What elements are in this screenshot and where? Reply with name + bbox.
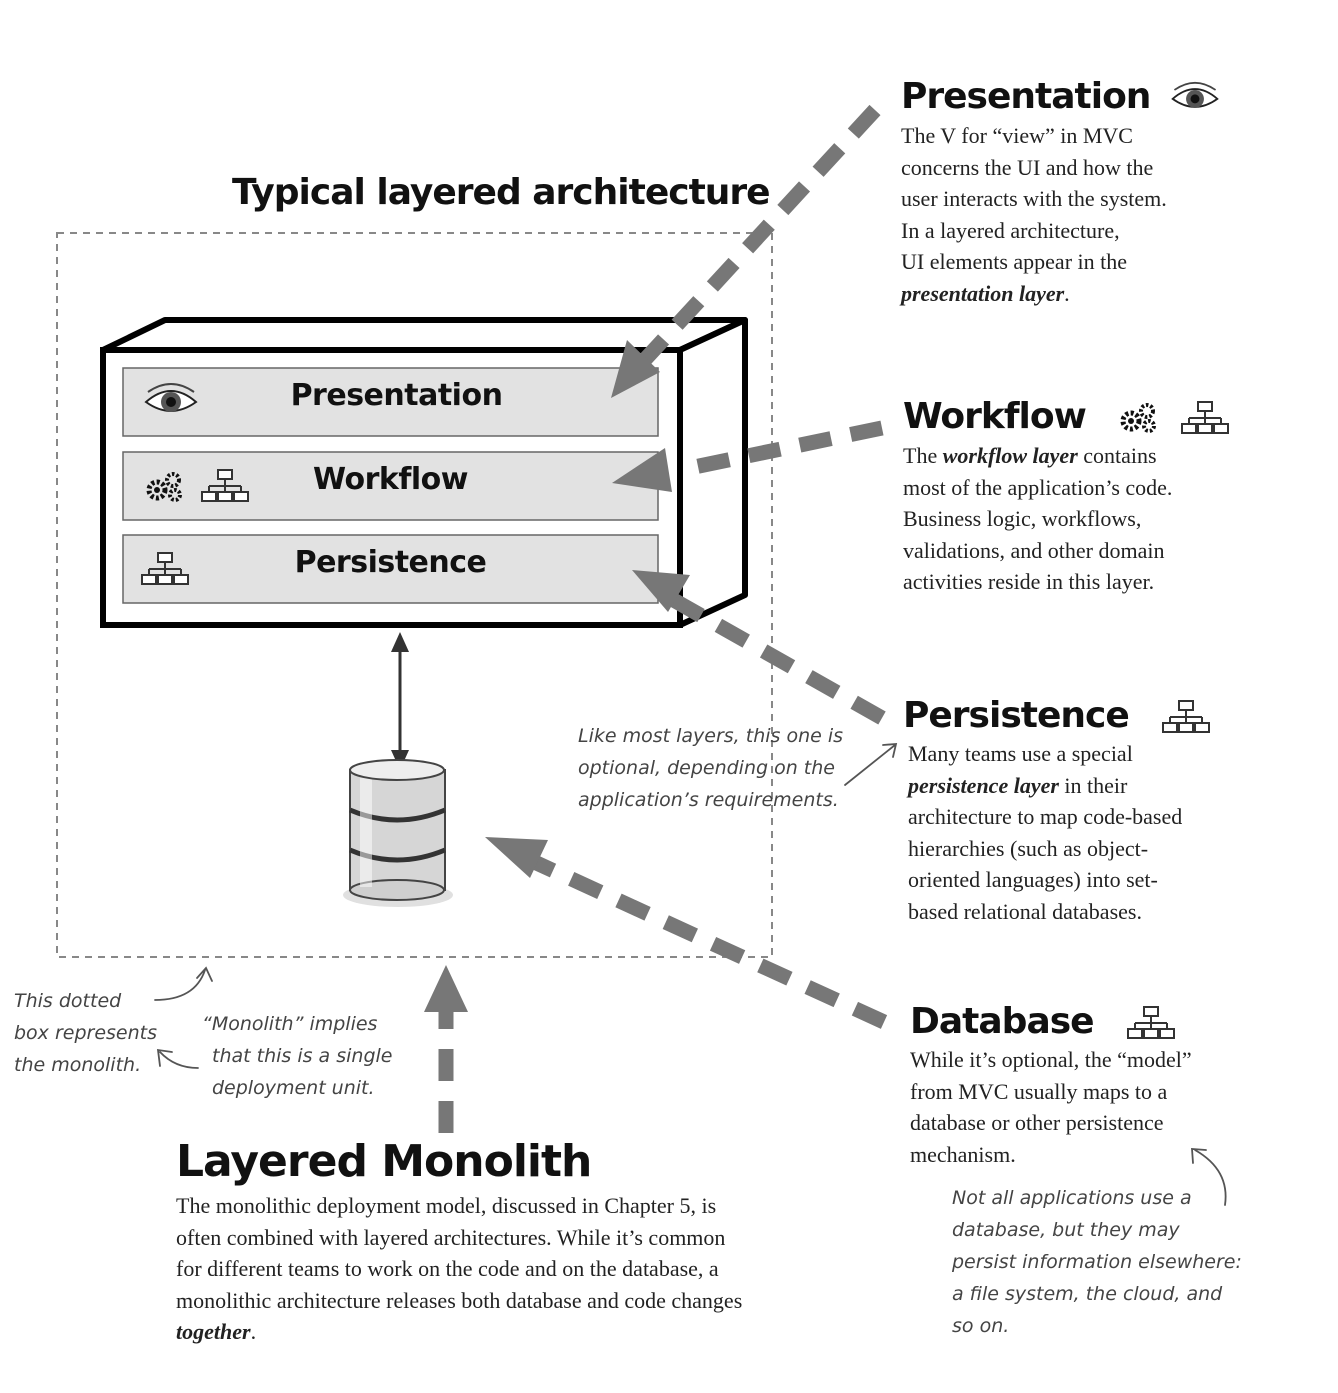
- dotted-box-note-arrow: [154, 966, 213, 1001]
- gears-icon: [145, 470, 185, 504]
- workflow-text-line: validations, and other domain: [903, 537, 1165, 563]
- hierarchy-icon: [1180, 400, 1229, 436]
- monolith-text-line: for different teams to work on the code …: [176, 1256, 719, 1281]
- note-line: persist information elsewhere:: [952, 1251, 1242, 1273]
- workflow-text-line: most of the application’s code.: [903, 474, 1173, 500]
- database-arrow: [526, 853, 888, 1029]
- workflow-arrowhead: [612, 448, 672, 492]
- database-text-line: database or other persistence: [910, 1110, 1164, 1135]
- hierarchy-icon: [141, 551, 189, 587]
- eye-icon: [1168, 81, 1222, 115]
- persistence-arrowhead: [632, 570, 690, 612]
- presentation-text-line: concerns the UI and how the: [901, 154, 1154, 180]
- persistence-callout-title: Persistence: [903, 695, 1130, 736]
- note-line: so on.: [952, 1315, 1010, 1337]
- workflow-text-line: Business logic, workflows,: [903, 506, 1142, 531]
- optional-note-arrow: [844, 743, 898, 786]
- database-icon: [343, 759, 453, 907]
- monolith-text-line: often combined with layered architecture…: [176, 1224, 726, 1250]
- hierarchy-icon: [201, 468, 249, 504]
- monolith-arrowhead: [424, 965, 468, 1012]
- workflow-text-line: activities reside in this layer.: [903, 569, 1155, 594]
- note-line: deployment unit.: [212, 1077, 375, 1099]
- monolith-note-arrow: [156, 1048, 199, 1069]
- dotted-box-note: This dotted box represents the monolith.: [14, 985, 157, 1081]
- presentation-tail: .: [1064, 280, 1070, 306]
- presentation-emphasis: presentation layer: [901, 280, 1065, 306]
- workflow-text-post: contains: [1077, 443, 1157, 468]
- persistence-layer-label: Persistence: [294, 545, 487, 580]
- workflow-callout: Workflow The workflow layer contains mos…: [903, 394, 1323, 598]
- note-line: box represents: [14, 1022, 158, 1044]
- presentation-arrow: [634, 104, 881, 371]
- presentation-text-line: In a layered architecture,: [901, 217, 1120, 243]
- note-line: optional, depending on the: [578, 757, 835, 779]
- database-text-line: mechanism.: [910, 1141, 1016, 1167]
- database-callout-title: Database: [910, 1001, 1095, 1042]
- layer-stack-box: [100, 317, 748, 628]
- monolith-tail: .: [250, 1319, 257, 1344]
- workflow-layer-label: Workflow: [312, 462, 469, 497]
- workflow-text-line: The workflow layer contains: [903, 440, 1323, 472]
- note-line: application’s requirements.: [578, 789, 839, 811]
- persistence-text-line: persistence layer in their: [908, 770, 1323, 802]
- database-text-line: While it’s optional, the “model”: [910, 1047, 1192, 1072]
- stack-db-connector: [391, 632, 409, 770]
- optional-note: Like most layers, this one is optional, …: [578, 720, 843, 816]
- presentation-layer-label: Presentation: [290, 378, 503, 413]
- note-line: Not all applications use a: [952, 1187, 1192, 1209]
- note-line: a file system, the cloud, and: [952, 1283, 1223, 1305]
- presentation-layer-panel: [122, 367, 659, 437]
- database-text-line: from MVC usually maps to a: [910, 1078, 1168, 1104]
- eye-icon: [143, 382, 199, 420]
- workflow-callout-title: Workflow: [903, 396, 1087, 437]
- not-all-apps-note: Not all applications use a database, but…: [952, 1182, 1242, 1342]
- monolith-emphasis: together: [176, 1319, 251, 1344]
- presentation-callout: Presentation The V for “view” in MVC con…: [901, 74, 1321, 309]
- workflow-arrow: [678, 420, 884, 478]
- workflow-text-pre: The: [903, 443, 943, 468]
- note-line: that this is a single: [212, 1045, 393, 1067]
- persistence-arrow: [666, 591, 886, 725]
- database-arrowhead: [485, 837, 548, 878]
- presentation-layer: Presentation: [123, 368, 658, 436]
- monolith-text-line: monolithic architecture releases both da…: [176, 1287, 743, 1313]
- persistence-text-line: oriented languages) into set-: [908, 867, 1158, 892]
- persistence-emphasis: persistence layer: [908, 772, 1059, 798]
- presentation-text-line: UI elements appear in the: [901, 249, 1128, 274]
- persistence-text-line: Many teams use a special: [908, 741, 1133, 766]
- not-all-note-arrow: [1191, 1148, 1227, 1206]
- hierarchy-icon: [1162, 699, 1211, 735]
- persistence-callout: Persistence Many teams use a special per…: [903, 694, 1323, 927]
- monolith-text-line: together.: [176, 1316, 896, 1348]
- note-line: “Monolith” implies: [202, 1013, 378, 1035]
- diagram-title: Typical layered architecture: [232, 172, 771, 213]
- persistence-text-line: hierarchies (such as object-: [908, 835, 1149, 861]
- note-line: This dotted: [14, 990, 122, 1012]
- presentation-text-line: user interacts with the system.: [901, 186, 1167, 211]
- presentation-text-line: presentation layer.: [901, 278, 1321, 310]
- persistence-text-line: architecture to map code-based: [908, 804, 1183, 829]
- monolith-implies-note: “Monolith” implies that this is a single…: [202, 1008, 392, 1104]
- note-line: Like most layers, this one is: [578, 725, 844, 747]
- workflow-emphasis: workflow layer: [942, 443, 1078, 468]
- monolith-text-line: The monolithic deployment model, discuss…: [176, 1193, 717, 1218]
- gears-icon: [1119, 401, 1159, 435]
- hierarchy-icon: [1127, 1005, 1176, 1041]
- persistence-text-post: in their: [1058, 772, 1128, 798]
- layered-monolith-section: Layered Monolith The monolithic deployme…: [176, 1134, 896, 1348]
- monolith-dotted-box: [56, 232, 773, 958]
- presentation-arrowhead: [611, 340, 660, 398]
- persistence-text-line: based relational databases.: [908, 898, 1142, 924]
- workflow-layer: Workflow: [123, 452, 658, 520]
- note-line: the monolith.: [14, 1054, 142, 1076]
- presentation-callout-title: Presentation: [901, 76, 1151, 117]
- persistence-layer-panel: [122, 534, 659, 604]
- presentation-text-line: The V for “view” in MVC: [901, 123, 1133, 148]
- layered-monolith-title: Layered Monolith: [176, 1136, 592, 1187]
- database-callout: Database While it’s optional, the “model…: [910, 1000, 1330, 1170]
- note-line: database, but they may: [952, 1219, 1180, 1241]
- persistence-layer: Persistence: [123, 535, 658, 603]
